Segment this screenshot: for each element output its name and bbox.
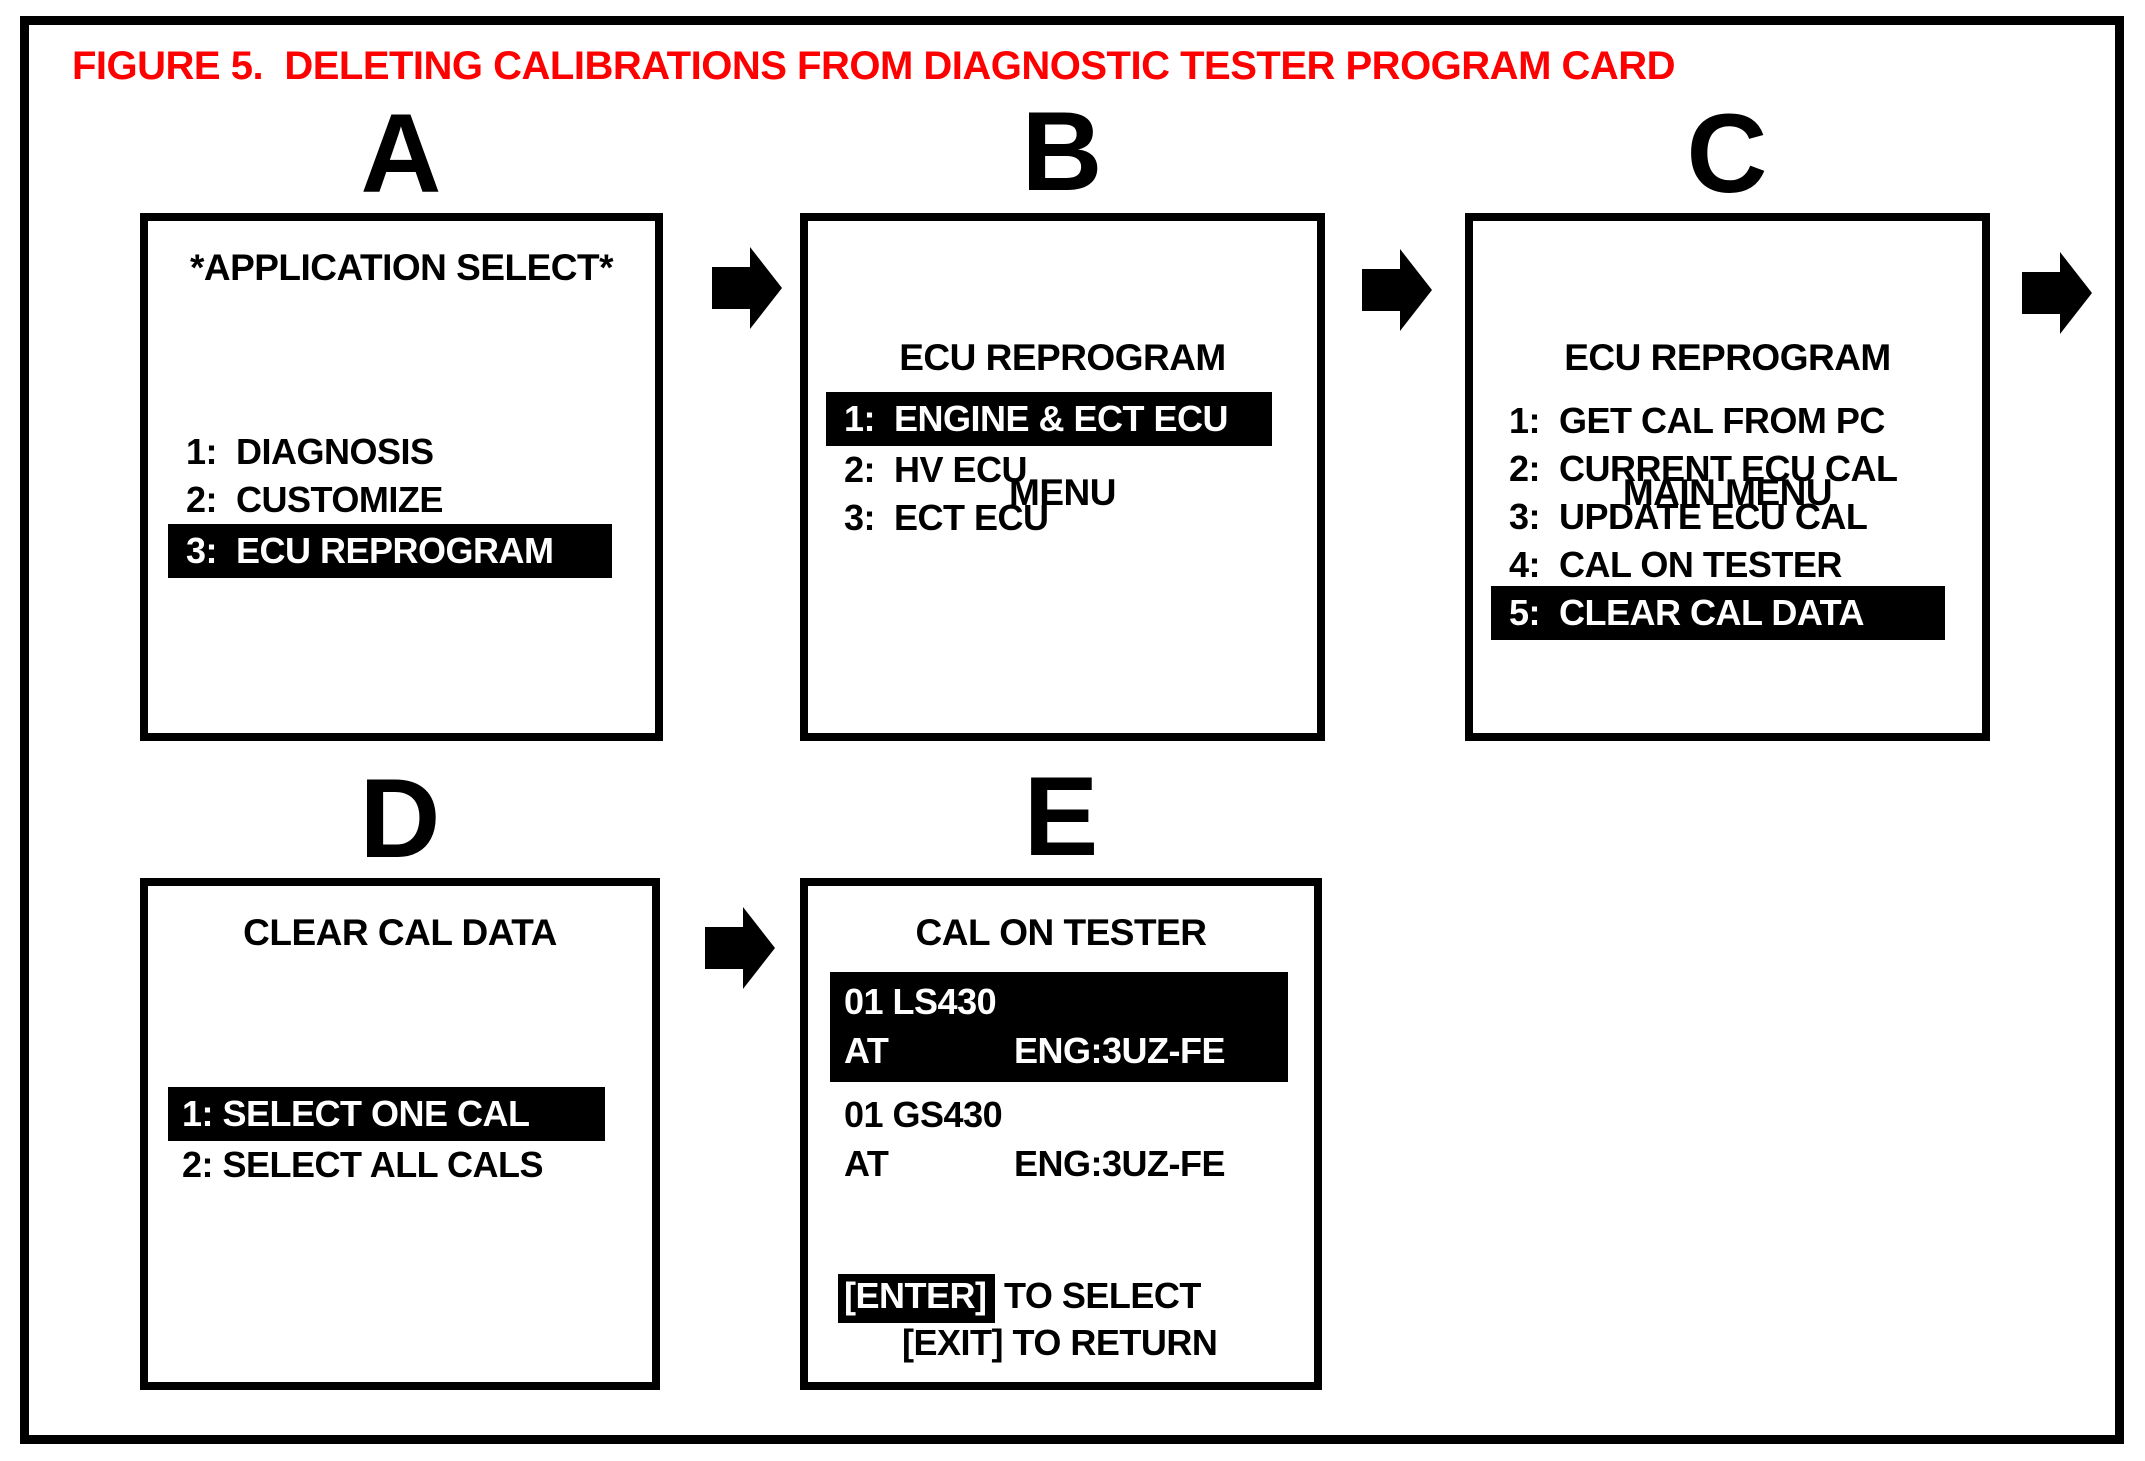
menu-item-clear-cal-data-selected: 5: CLEAR CAL DATA <box>1491 586 1945 640</box>
figure-border-frame <box>20 16 2124 1444</box>
exit-key-label: [EXIT] <box>902 1322 1004 1363</box>
enter-key-label: [ENTER] <box>838 1274 995 1323</box>
cal-model-line: 01 GS430 <box>844 1094 1003 1135</box>
enter-hint-text: TO SELECT <box>994 1275 1201 1316</box>
screen-title-line2: MAIN MENU <box>1622 472 1833 513</box>
calibration-list: 01 LS430 AT ENG:3UZ-FE 01 GS430 AT ENG:3UZ… <box>830 972 1288 1188</box>
engine-value: ENG:3UZ-FE <box>1014 1030 1226 1071</box>
screen-title-line1: ECU REPROGRAM <box>899 337 1226 378</box>
enter-hint-line: [ENTER] TO SELECT <box>838 1273 1217 1323</box>
menu-list: 1: DIAGNOSIS 2: CUSTOMIZE 3: ECU REPROGR… <box>168 428 612 578</box>
menu-item-update-ecu-cal: 3: UPDATE ECU CAL <box>1509 496 1868 537</box>
menu-list: 1: GET CAL FROM PC 2: CURRENT ECU CAL 3:… <box>1491 397 1945 640</box>
menu-item-current-ecu-cal: 2: CURRENT ECU CAL <box>1509 448 1898 489</box>
cal-model-line: 01 LS430 <box>844 981 997 1022</box>
screen-footer-hints: [ENTER] TO SELECT [EXIT] TO RETURN <box>838 1273 1218 1365</box>
screen-title: ECU REPROGRAM MENU <box>808 245 1317 605</box>
screen-title: ECU REPROGRAM MAIN MENU <box>1473 245 1982 605</box>
step-label-d: D <box>359 756 441 881</box>
menu-item-select-all-cals: 2: SELECT ALL CALS <box>182 1144 544 1185</box>
cal-entry-gs430: 01 GS430 AT ENG:3UZ-FE <box>830 1090 1288 1188</box>
right-arrow-icon <box>705 905 777 991</box>
tester-screen-b-ecu-reprogram-menu: ECU REPROGRAM MENU 1: ENGINE & ECT ECU 2… <box>800 213 1325 741</box>
cal-spec-line: AT ENG:3UZ-FE <box>830 1026 1288 1075</box>
screen-title: CAL ON TESTER <box>915 912 1207 953</box>
menu-list: 1: SELECT ONE CAL 2: SELECT ALL CALS <box>168 1087 605 1189</box>
right-arrow-icon <box>1362 247 1434 333</box>
menu-item-hv-ecu: 2: HV ECU <box>844 449 1028 490</box>
screen-title-line2: MENU <box>1009 472 1116 513</box>
menu-item-get-cal-from-pc: 1: GET CAL FROM PC <box>1509 400 1885 441</box>
menu-item-ecu-reprogram-selected: 3: ECU REPROGRAM <box>168 524 612 578</box>
screen-title-line1: ECU REPROGRAM <box>1564 337 1891 378</box>
menu-item-ect-ecu: 3: ECT ECU <box>844 497 1049 538</box>
step-label-e: E <box>1023 754 1099 879</box>
menu-item-engine-ect-ecu-selected: 1: ENGINE & ECT ECU <box>826 392 1272 446</box>
menu-list: 1: ENGINE & ECT ECU 2: HV ECU 3: ECT ECU <box>826 392 1272 542</box>
right-arrow-icon <box>712 245 784 331</box>
step-label-b: B <box>1021 89 1103 214</box>
menu-item-select-one-cal-selected: 1: SELECT ONE CAL <box>168 1087 605 1141</box>
menu-item-customize: 2: CUSTOMIZE <box>186 479 443 520</box>
cal-entry-ls430-selected: 01 LS430 AT ENG:3UZ-FE <box>830 972 1288 1082</box>
menu-item-diagnosis: 1: DIAGNOSIS <box>186 431 434 472</box>
tester-screen-d-clear-cal-data: CLEAR CAL DATA 1: SELECT ONE CAL 2: SELE… <box>140 878 660 1390</box>
transmission-value: AT <box>844 1143 889 1184</box>
transmission-value: AT <box>844 1030 889 1071</box>
tester-screen-c-ecu-reprogram-main-menu: ECU REPROGRAM MAIN MENU 1: GET CAL FROM … <box>1465 213 1990 741</box>
tester-screen-e-cal-on-tester: CAL ON TESTER 01 LS430 AT ENG:3UZ-FE 01 G… <box>800 878 1322 1390</box>
screen-title: *APPLICATION SELECT* <box>189 247 614 288</box>
exit-hint-text: TO RETURN <box>1003 1322 1218 1363</box>
exit-hint-line: [EXIT] TO RETURN <box>902 1320 1218 1365</box>
engine-value: ENG:3UZ-FE <box>1014 1143 1226 1184</box>
right-arrow-icon <box>2022 250 2094 336</box>
screen-title: CLEAR CAL DATA <box>243 912 557 953</box>
menu-item-cal-on-tester: 4: CAL ON TESTER <box>1509 544 1842 585</box>
figure-title: FIGURE 5. DELETING CALIBRATIONS FROM DIA… <box>72 44 1676 88</box>
step-label-c: C <box>1686 91 1768 216</box>
step-label-a: A <box>360 91 442 216</box>
cal-spec-line: AT ENG:3UZ-FE <box>830 1139 1288 1188</box>
tester-screen-a-application-select: *APPLICATION SELECT* 1: DIAGNOSIS 2: CUS… <box>140 213 663 741</box>
